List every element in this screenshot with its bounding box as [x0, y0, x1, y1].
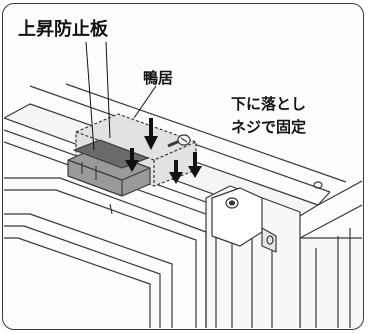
plate-title-label: 上昇防止板 [18, 19, 108, 40]
screw-icon [167, 134, 191, 148]
down-arrow-icon [144, 118, 158, 150]
down-arrow-icon [188, 152, 202, 178]
down-arrow-icon [169, 160, 183, 184]
rise-prevention-plate [67, 113, 197, 197]
leader-line-plate [105, 41, 111, 139]
screw-hole-icon [313, 181, 323, 189]
instruction-line-2: ネジで固定 [231, 118, 307, 136]
kamoi-label: 鴨居 [143, 69, 174, 87]
down-arrow-icon [125, 148, 139, 172]
leader-line-kamoi [133, 85, 157, 119]
center-post [205, 185, 301, 328]
instruction-line-1: 下に落とし [231, 95, 307, 113]
window-frame [4, 177, 207, 328]
leader-line-plate [85, 41, 95, 151]
